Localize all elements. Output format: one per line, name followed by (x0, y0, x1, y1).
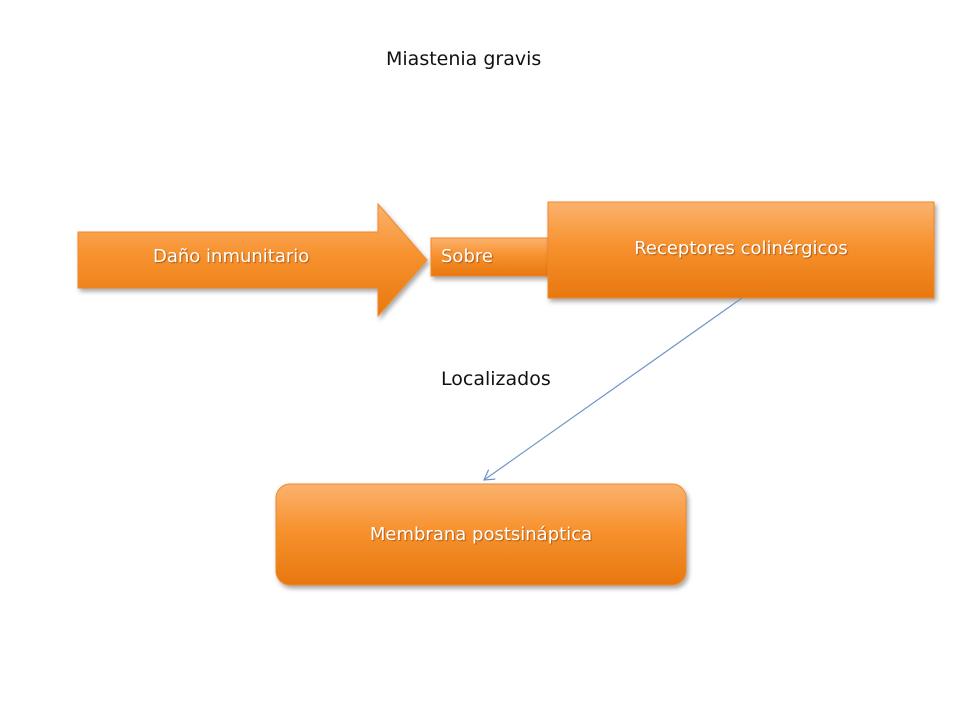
membrana-label: Membrana postsináptica (369, 524, 593, 545)
sobre-box (430, 237, 554, 277)
connector-arrow (484, 297, 743, 480)
dano-label: Daño inmunitario (153, 246, 310, 267)
membrana-box (275, 483, 687, 586)
diagram-title: Miastenia gravis (386, 48, 542, 70)
sobre-label: Sobre (441, 246, 493, 267)
dano-block-arrow (77, 202, 428, 318)
edge-label-localizados: Localizados (441, 368, 551, 390)
receptores-label: Receptores colinérgicos (634, 238, 848, 259)
